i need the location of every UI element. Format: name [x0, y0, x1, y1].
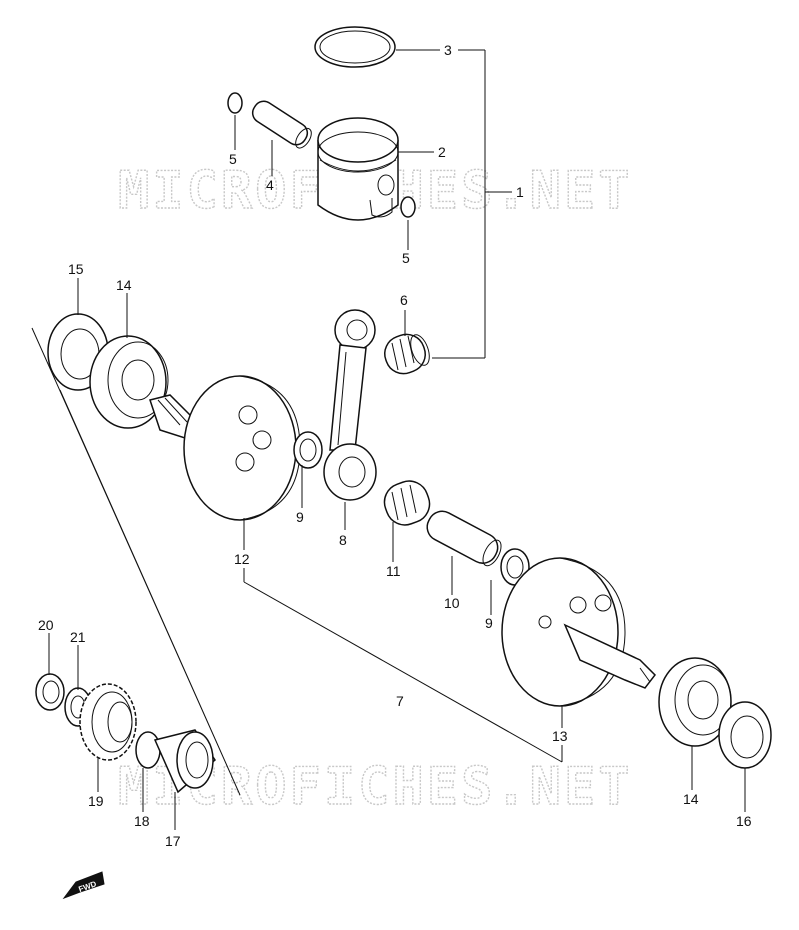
label-part-10: 10 [444, 595, 460, 611]
big-end-bearing[interactable] [379, 476, 435, 531]
connecting-rod[interactable] [323, 309, 377, 501]
label-part-18: 18 [134, 813, 150, 829]
label-part-6: 6 [400, 292, 408, 308]
label-part-2: 2 [438, 144, 446, 160]
crank-bearing-left[interactable] [89, 335, 169, 429]
label-part-15: 15 [68, 261, 84, 277]
label-part-1: 1 [516, 184, 524, 200]
piston-pin[interactable] [249, 97, 315, 150]
label-part-4: 4 [266, 177, 274, 193]
label-part-7: 7 [396, 693, 404, 709]
label-part-3: 3 [444, 42, 452, 58]
small-end-bearing[interactable] [380, 329, 433, 378]
label-part-5-lower: 5 [402, 250, 410, 266]
piston-pin-clip-left[interactable] [227, 92, 243, 114]
fwd-arrow-icon: FWD [62, 871, 105, 900]
label-part-13: 13 [552, 728, 568, 744]
piston-pin-clip-right[interactable] [400, 196, 416, 218]
crankshaft-right-half[interactable] [501, 557, 656, 707]
label-part-5-upper: 5 [229, 151, 237, 167]
label-part-21: 21 [70, 629, 86, 645]
label-part-12: 12 [234, 551, 250, 567]
label-part-20: 20 [38, 617, 54, 633]
label-part-17: 17 [165, 833, 181, 849]
piston[interactable] [317, 117, 399, 221]
label-part-14-left: 14 [116, 277, 132, 293]
label-part-8: 8 [339, 532, 347, 548]
label-part-14-right: 14 [683, 791, 699, 807]
assembly-bracket-left [31, 327, 241, 796]
thrust-washer-left[interactable] [293, 431, 323, 469]
piston-ring[interactable] [314, 26, 396, 68]
label-part-19: 19 [88, 793, 104, 809]
spacer[interactable] [35, 673, 65, 711]
label-part-9-right: 9 [485, 615, 493, 631]
crank-pin[interactable] [422, 506, 505, 569]
leader-lines [48, 49, 746, 830]
crank-bearing-right[interactable] [658, 657, 732, 747]
sleeve-spacer[interactable] [153, 729, 216, 794]
label-part-11: 11 [386, 563, 401, 579]
label-part-16: 16 [736, 813, 752, 829]
crankshaft-left-half[interactable] [149, 375, 301, 521]
primary-drive-gear[interactable] [79, 683, 137, 761]
circlip[interactable] [135, 731, 161, 769]
label-part-9-left: 9 [296, 509, 304, 525]
oil-seal-right[interactable] [718, 701, 772, 769]
